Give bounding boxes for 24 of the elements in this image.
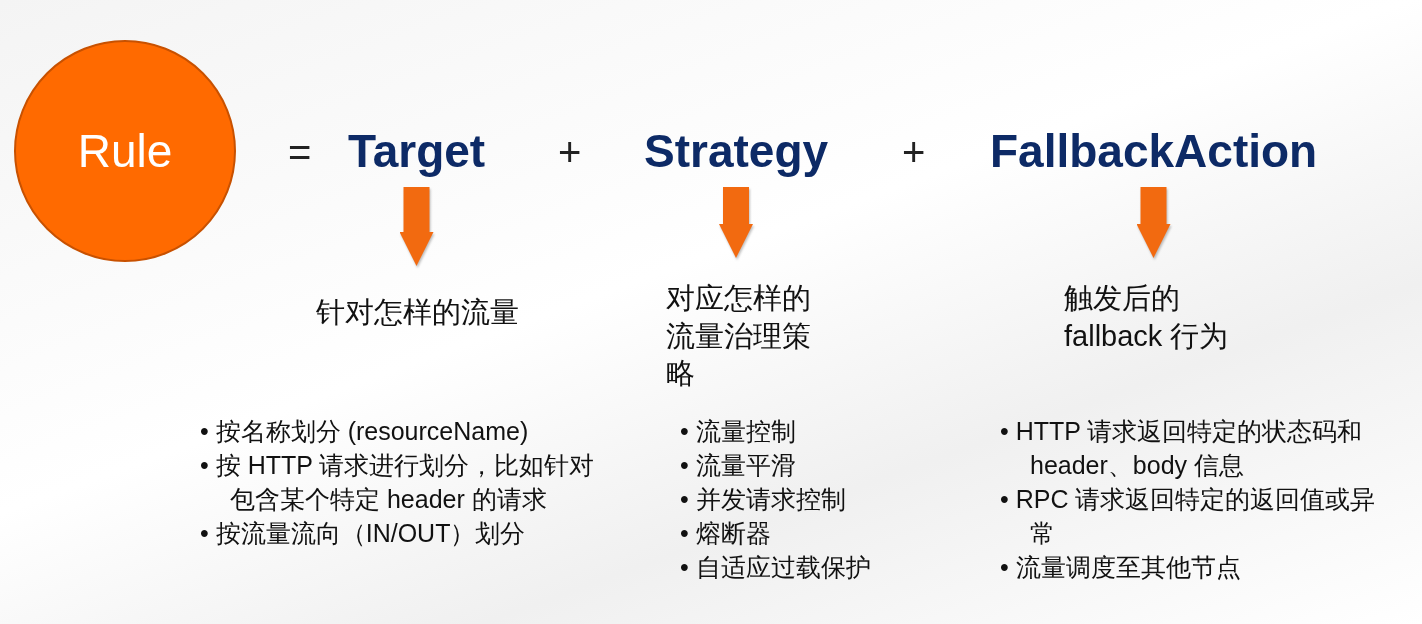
bullet-item: • 自适应过载保护 [680, 552, 872, 583]
bullet-item: • 流量平滑 [680, 450, 797, 481]
operator-sign: = [288, 130, 312, 175]
down-arrow [1136, 187, 1171, 258]
bullet-item: • RPC 请求返回特定的返回值或异常 [1000, 484, 1377, 549]
bullet-item: • 熔断器 [680, 518, 772, 549]
description-text: 针对怎样的流量 [316, 266, 616, 332]
bullet-item: • 流量控制 [680, 416, 797, 447]
term-heading: FallbackAction [990, 124, 1318, 188]
term-heading: Strategy [644, 124, 829, 188]
down-arrow [399, 187, 434, 266]
operator-sign: + [902, 130, 926, 175]
operator-sign: + [558, 130, 582, 175]
bullet-item: • 按流量流向（IN/OUT）划分 [200, 518, 527, 549]
bullet-item: • 并发请求控制 [680, 484, 847, 515]
bullet-item: • 按名称划分 (resourceName) [200, 416, 530, 447]
down-arrow [719, 187, 753, 258]
bullet-item: • 流量调度至其他节点 [1000, 552, 1242, 583]
description-text: 触发后的 fallback 行为 [1064, 258, 1274, 356]
term-heading: Target [348, 124, 486, 188]
bullet-item: • 按 HTTP 请求进行划分，比如针对包含某个特定 header 的请求 [200, 450, 596, 515]
circle-label: Rule [77, 124, 173, 178]
bullet-item: • HTTP 请求返回特定的状态码和 header、body 信息 [1000, 416, 1364, 481]
description-text: 对应怎样的流量治理策略 [666, 258, 826, 394]
